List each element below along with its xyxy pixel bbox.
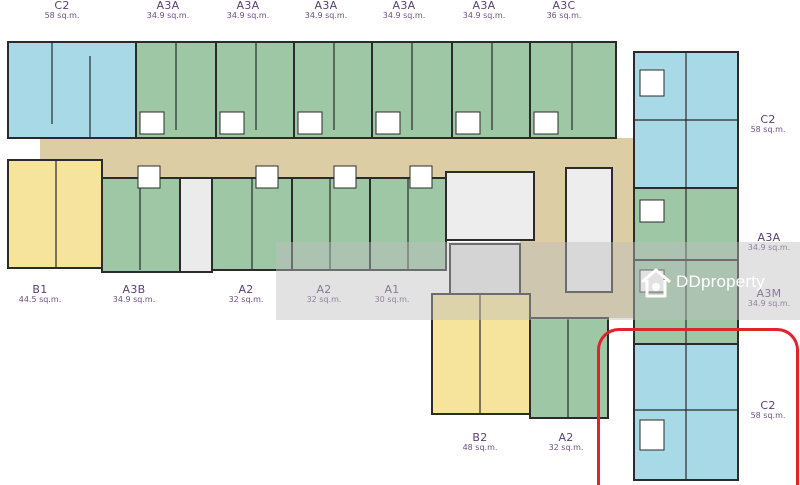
unit-area: 34.9 sq.m. xyxy=(304,10,348,20)
unit-label-a2-1: A2 32 sq.m. xyxy=(218,284,274,304)
unit-label-a3c: A3C 36 sq.m. xyxy=(536,0,592,20)
house-logo-icon xyxy=(641,268,671,298)
watermark-text: DDproperty xyxy=(676,272,765,291)
shaft-core xyxy=(565,167,613,293)
unit-code: A3M xyxy=(756,287,782,300)
unit-label-a3m: A3M 34.9 sq.m. xyxy=(740,288,798,308)
unit-label-a3a-right: A3A 34.9 sq.m. xyxy=(740,232,798,252)
unit-area: 30 sq.m. xyxy=(374,294,410,304)
unit-label-c2-top-left: C2 58 sq.m. xyxy=(32,0,92,20)
unit-area: 34.9 sq.m. xyxy=(747,242,791,252)
unit-label-a3a-4: A3A 34.9 sq.m. xyxy=(374,0,434,20)
unit-label-a2-3: A2 32 sq.m. xyxy=(538,432,594,452)
unit-code: A2 xyxy=(238,283,254,296)
unit-c2-top-left xyxy=(7,41,137,139)
unit-area: 32 sq.m. xyxy=(548,442,584,452)
unit-area: 48 sq.m. xyxy=(462,442,498,452)
unit-code: C2 xyxy=(760,113,776,126)
unit-code: B1 xyxy=(32,283,48,296)
unit-code: C2 xyxy=(760,399,776,412)
highlight-outline xyxy=(597,328,799,485)
unit-area: 34.9 sq.m. xyxy=(146,10,190,20)
unit-code: A3C xyxy=(552,0,576,12)
unit-label-a2-2: A2 32 sq.m. xyxy=(296,284,352,304)
watermark: DDproperty xyxy=(638,266,798,300)
bathrooms xyxy=(137,69,665,451)
stair-2 xyxy=(449,243,521,295)
unit-code: B2 xyxy=(472,431,488,444)
unit-a3b xyxy=(101,177,181,273)
unit-area: 44.5 sq.m. xyxy=(18,294,62,304)
stair-1 xyxy=(179,177,213,273)
unit-a2-3 xyxy=(529,317,609,419)
unit-label-b1: B1 44.5 sq.m. xyxy=(8,284,72,304)
unit-label-a1: A1 30 sq.m. xyxy=(364,284,420,304)
unit-label-a3b: A3B 34.9 sq.m. xyxy=(104,284,164,304)
unit-code: A2 xyxy=(558,431,574,444)
unit-b2 xyxy=(431,293,531,415)
unit-area: 34.9 sq.m. xyxy=(112,294,156,304)
unit-code: A3A xyxy=(757,231,781,244)
unit-code: A3A xyxy=(472,0,496,12)
unit-area: 32 sq.m. xyxy=(306,294,342,304)
watermark-band xyxy=(276,242,800,320)
unit-area: 58 sq.m. xyxy=(750,124,786,134)
unit-code: C2 xyxy=(54,0,70,12)
unit-area: 34.9 sq.m. xyxy=(747,298,791,308)
unit-code: A1 xyxy=(384,283,400,296)
unit-label-a3a-1: A3A 34.9 sq.m. xyxy=(138,0,198,20)
unit-area: 34.9 sq.m. xyxy=(226,10,270,20)
unit-label-a3a-2: A3A 34.9 sq.m. xyxy=(218,0,278,20)
unit-label-a3a-5: A3A 34.9 sq.m. xyxy=(454,0,514,20)
unit-area: 58 sq.m. xyxy=(750,410,786,420)
unit-area: 34.9 sq.m. xyxy=(382,10,426,20)
lift-core xyxy=(445,171,535,241)
unit-code: A3A xyxy=(392,0,416,12)
unit-code: A2 xyxy=(316,283,332,296)
unit-area: 58 sq.m. xyxy=(44,10,80,20)
unit-area: 34.9 sq.m. xyxy=(462,10,506,20)
unit-label-c2-right-bottom: C2 58 sq.m. xyxy=(740,400,796,420)
unit-code: A3B xyxy=(122,283,146,296)
unit-a2-2 xyxy=(291,177,371,271)
unit-label-a3a-3: A3A 34.9 sq.m. xyxy=(296,0,356,20)
unit-b1 xyxy=(7,159,103,269)
interior-walls xyxy=(51,42,738,480)
unit-code: A3A xyxy=(236,0,260,12)
unit-code: A3A xyxy=(314,0,338,12)
unit-area: 36 sq.m. xyxy=(546,10,582,20)
unit-code: A3A xyxy=(156,0,180,12)
unit-a3a-2 xyxy=(215,41,295,139)
unit-label-b2: B2 48 sq.m. xyxy=(452,432,508,452)
unit-label-c2-right-top: C2 58 sq.m. xyxy=(740,114,796,134)
unit-area: 32 sq.m. xyxy=(228,294,264,304)
